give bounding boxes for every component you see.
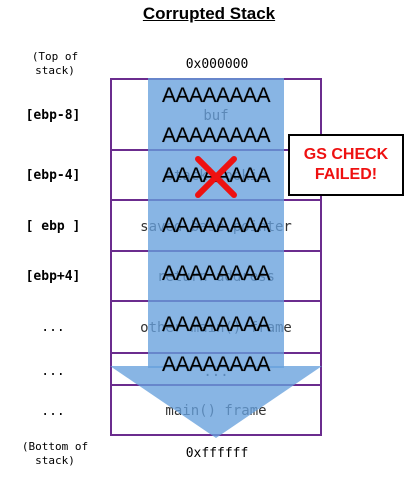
row-label-ellipsis-2: ... — [41, 364, 65, 379]
row-label-ellipsis-1: ... — [41, 320, 65, 335]
gs-check-failed-box: GS CHECK FAILED! — [288, 134, 404, 196]
gs-check-failed-text: GS CHECK FAILED! — [303, 146, 389, 183]
bottom-of-stack-label: (Bottom of stack) — [21, 440, 89, 467]
overflow-text: AAAAAAAA — [161, 124, 271, 147]
overflow-text: AAAAAAAA — [161, 214, 271, 237]
row-label-ebp-minus-4: [ebp-4] — [25, 168, 81, 183]
overflow-arrow-shaft — [148, 78, 284, 368]
top-address: 0x000000 — [185, 57, 249, 72]
diagram-title: Corrupted Stack — [142, 4, 276, 23]
bottom-address: 0xffffff — [185, 446, 249, 461]
overflow-text: AAAAAAAA — [161, 353, 271, 376]
row-label-ebp: [ ebp ] — [25, 219, 81, 234]
overflow-text: AAAAAAAA — [161, 262, 271, 285]
top-of-stack-label: (Top of stack) — [31, 50, 79, 77]
overflow-text: AAAAAAAA — [161, 313, 271, 336]
row-label-ellipsis-3: ... — [41, 404, 65, 419]
row-label-ebp-plus-4: [ebp+4] — [25, 269, 81, 284]
cookie-corrupted-x-icon — [195, 156, 237, 198]
overflow-text: AAAAAAAA — [161, 84, 271, 107]
row-label-ebp-minus-8: [ebp-8] — [25, 108, 81, 123]
